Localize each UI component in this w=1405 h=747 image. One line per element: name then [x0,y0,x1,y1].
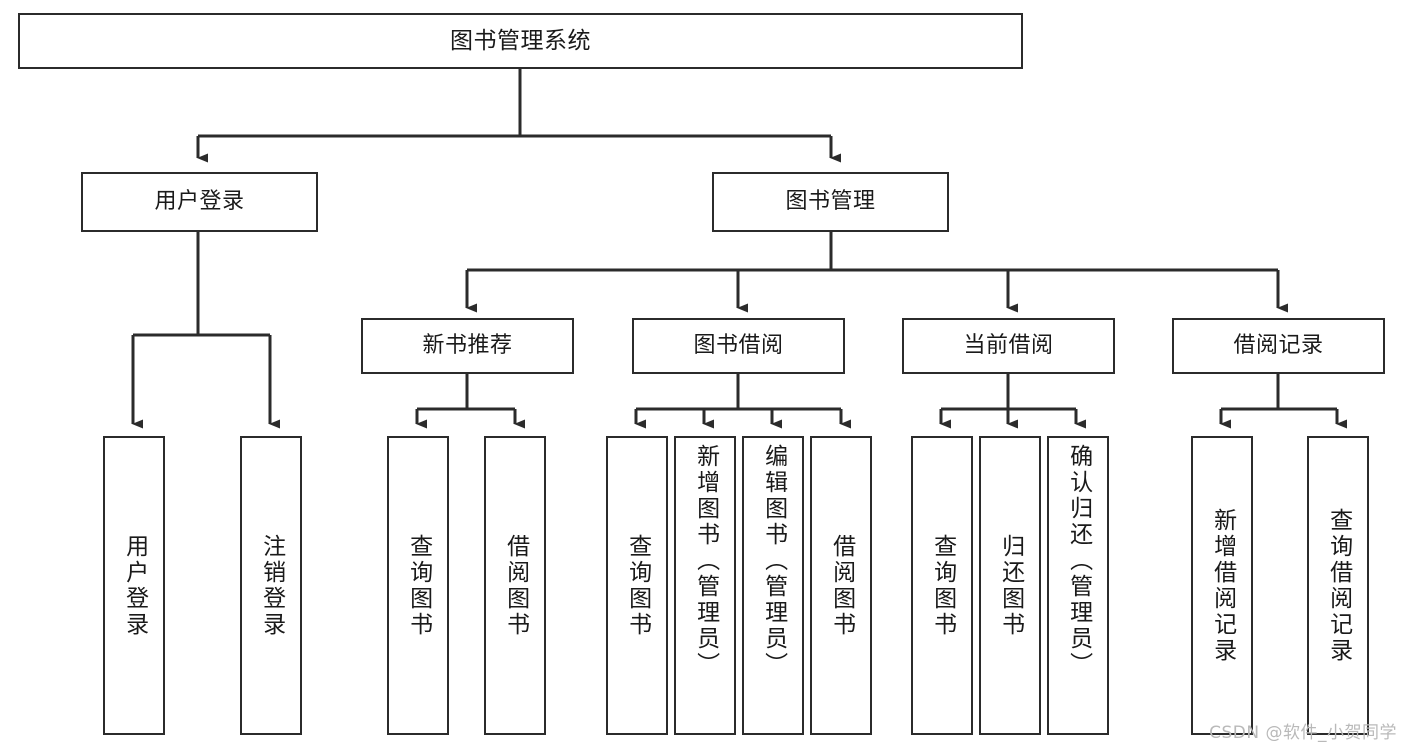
node-new-book-recommend[interactable]: 新书推荐 [361,318,574,374]
node-label: 新增借阅记录 [1209,507,1236,664]
node-label: 用户登录 [121,533,148,638]
node-leaf-logout[interactable]: 注销登录 [240,436,302,735]
node-label: 查询借阅记录 [1325,507,1352,664]
node-label: 归还图书 [997,533,1024,638]
node-leaf-current-return-book[interactable]: 归还图书 [979,436,1041,735]
node-label: 编辑图书（管理员） [760,444,787,678]
node-label: 确认归还（管理员） [1065,444,1092,678]
node-label: 新增图书（管理员） [692,444,719,678]
node-leaf-newbook-borrow-book[interactable]: 借阅图书 [484,436,546,735]
node-leaf-borrow-add-book-admin[interactable]: 新增图书（管理员） [674,436,736,735]
node-label: 当前借阅 [963,333,1054,359]
node-label: 图书管理系统 [450,27,591,54]
node-leaf-current-query-book[interactable]: 查询图书 [911,436,973,735]
node-leaf-record-query[interactable]: 查询借阅记录 [1307,436,1369,735]
node-leaf-current-confirm-return-admin[interactable]: 确认归还（管理员） [1047,436,1109,735]
node-label: 查询图书 [624,533,651,638]
node-leaf-user-login[interactable]: 用户登录 [103,436,165,735]
node-label: 注销登录 [258,533,285,638]
node-current-borrow[interactable]: 当前借阅 [902,318,1115,374]
node-label: 查询图书 [405,533,432,638]
node-root-book-management-system[interactable]: 图书管理系统 [18,13,1023,69]
node-label: 新书推荐 [422,333,513,359]
node-book-management[interactable]: 图书管理 [712,172,949,232]
node-label: 借阅图书 [502,533,529,638]
node-label: 查询图书 [929,533,956,638]
node-leaf-borrow-query-book[interactable]: 查询图书 [606,436,668,735]
node-leaf-borrow-borrow-book[interactable]: 借阅图书 [810,436,872,735]
node-label: 借阅记录 [1233,333,1324,359]
node-label: 用户登录 [154,189,245,215]
node-label: 图书借阅 [693,333,784,359]
node-label: 图书管理 [785,189,876,215]
node-leaf-borrow-edit-book-admin[interactable]: 编辑图书（管理员） [742,436,804,735]
node-label: 借阅图书 [828,533,855,638]
node-book-borrow[interactable]: 图书借阅 [632,318,845,374]
node-leaf-newbook-query-book[interactable]: 查询图书 [387,436,449,735]
node-leaf-record-add[interactable]: 新增借阅记录 [1191,436,1253,735]
node-user-login[interactable]: 用户登录 [81,172,318,232]
node-borrow-record[interactable]: 借阅记录 [1172,318,1385,374]
